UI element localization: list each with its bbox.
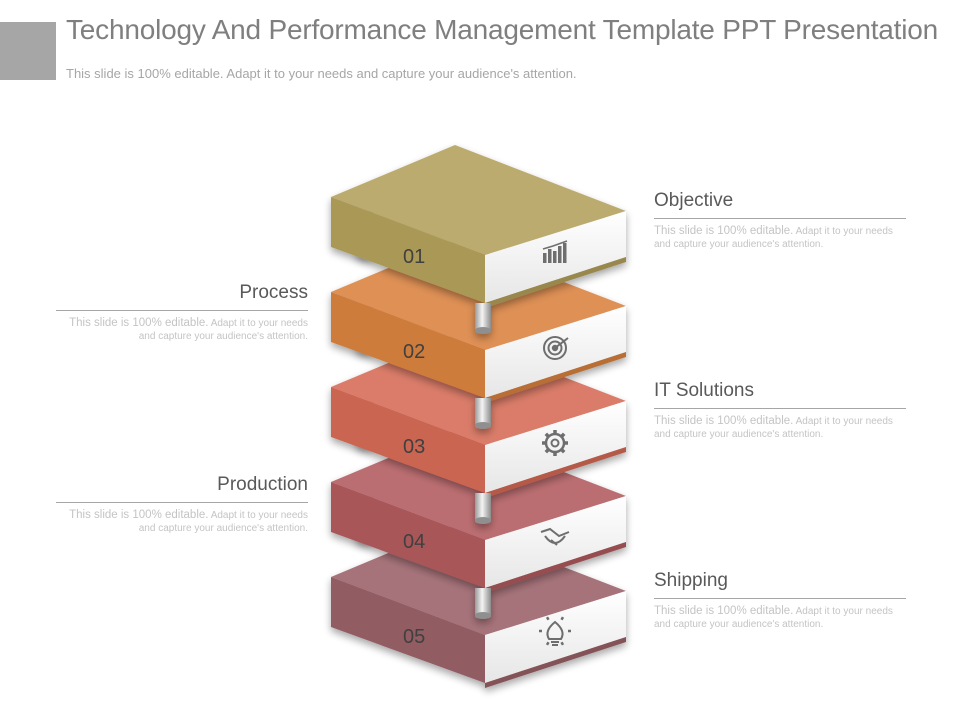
layer-top-face: [331, 145, 626, 255]
layer-number-02: 02: [403, 341, 425, 363]
front-pillar-02-base: [475, 422, 491, 428]
process-label-block: Process This slide is 100% editable. Ada…: [56, 282, 308, 343]
front-pillar-02: [475, 402, 491, 425]
layer-edge: [485, 542, 626, 593]
page-subtitle: This slide is 100% editable. Adapt it to…: [66, 66, 577, 81]
it-solutions-label: IT Solutions: [654, 380, 906, 409]
layer-number-03: 03: [403, 436, 425, 458]
shipping-description: This slide is 100% editable. Adapt it to…: [654, 605, 893, 630]
production-description: This slide is 100% editable. Adapt it to…: [69, 509, 308, 534]
layer-white-face: [485, 306, 626, 398]
production-label-block: Production This slide is 100% editable. …: [56, 474, 308, 535]
layer-number-05: 05: [403, 626, 425, 648]
layer-front-face: [331, 292, 485, 398]
front-pillars: [475, 307, 491, 618]
title-accent-block: [0, 22, 56, 80]
target-icon: [543, 336, 569, 360]
handshake-icon: [540, 527, 570, 546]
front-pillar-04-base: [475, 612, 491, 618]
layer-front-face: [331, 387, 485, 493]
process-description: This slide is 100% editable. Adapt it to…: [69, 317, 308, 342]
layer-front-face: [331, 577, 485, 683]
layer-front-face: [331, 197, 485, 303]
layer-edge: [485, 352, 626, 403]
layer-number-04: 04: [403, 531, 425, 553]
objective-label-block: Objective This slide is 100% editable. A…: [654, 190, 906, 251]
production-label: Production: [56, 474, 308, 503]
it-solutions-description: This slide is 100% editable. Adapt it to…: [654, 415, 893, 440]
objective-description: This slide is 100% editable. Adapt it to…: [654, 225, 893, 250]
front-pillar-01-base: [475, 327, 491, 333]
layer-number-01: 01: [403, 246, 425, 268]
lightbulb-gear-icon: [539, 616, 571, 646]
front-pillar-01: [475, 307, 491, 330]
page-title: Technology And Performance Management Te…: [66, 14, 938, 45]
objective-label: Objective: [654, 190, 906, 219]
process-label: Process: [56, 282, 308, 311]
stack-layer-01: 01: [331, 145, 626, 334]
layer-white-face: [485, 591, 626, 683]
layer-front-face: [331, 482, 485, 588]
layer-edge: [485, 637, 626, 688]
shipping-label: Shipping: [654, 570, 906, 599]
it-solutions-label-block: IT Solutions This slide is 100% editable…: [654, 380, 906, 441]
layer-edge: [485, 447, 626, 498]
bar-chart-icon: [542, 240, 568, 263]
front-pillar-04: [475, 592, 491, 615]
shipping-label-block: Shipping This slide is 100% editable. Ad…: [654, 570, 906, 631]
front-pillar-03: [475, 497, 491, 520]
front-pillar-03-base: [475, 517, 491, 523]
layer-edge: [485, 257, 626, 308]
gear-icon: [542, 430, 568, 456]
